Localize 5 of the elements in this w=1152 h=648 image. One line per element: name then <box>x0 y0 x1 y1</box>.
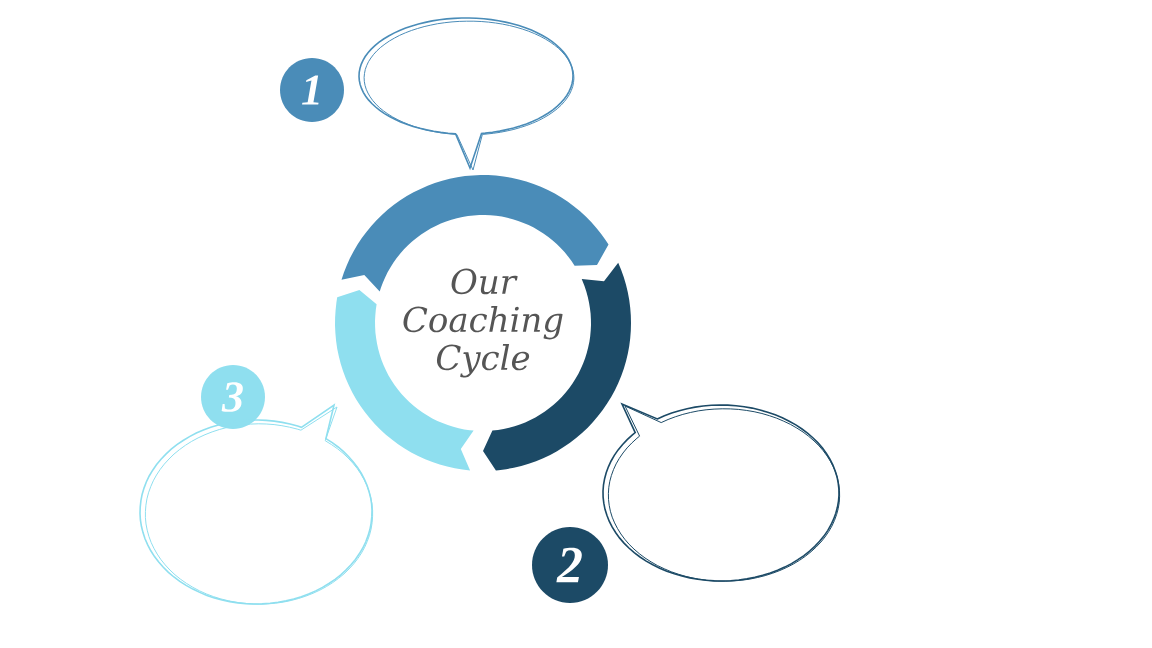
number-badge: 3 <box>201 365 265 429</box>
number-badge: 1 <box>280 58 344 122</box>
cycle-title: Our Coaching Cycle <box>403 268 563 378</box>
speech-bubble <box>358 17 575 171</box>
number-badge: 2 <box>532 527 608 603</box>
